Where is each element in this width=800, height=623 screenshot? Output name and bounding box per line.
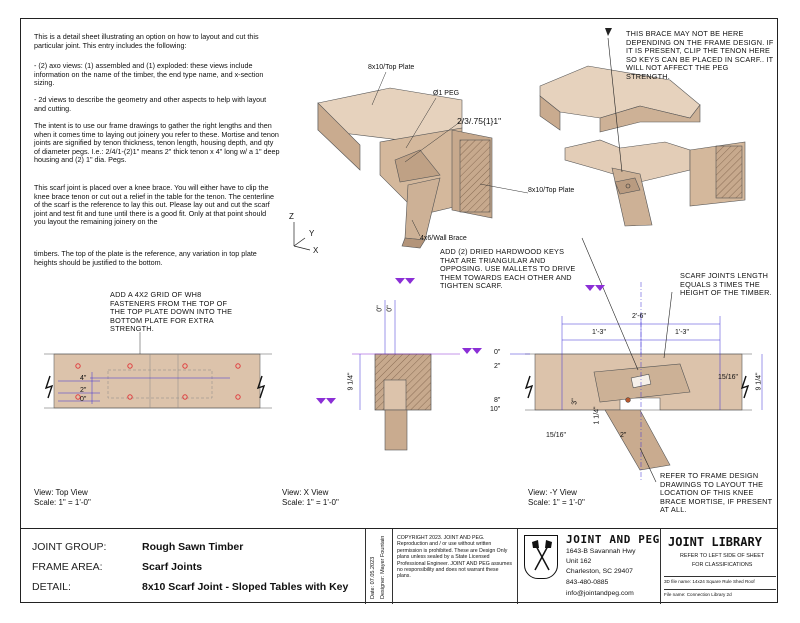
view-x-name: View: X View [282, 488, 329, 497]
axo-assembled [317, 71, 529, 249]
dim-y-height: 9 1/4" [755, 372, 763, 391]
note-brace: THIS BRACE MAY NOT BE HERE DEPENDING ON … [626, 29, 774, 81]
dim-x-0b: 0" [386, 305, 394, 312]
view-y-scale: Scale: 1" = 1'-0" [528, 498, 585, 507]
dim-y-half-a: 1'-3" [592, 329, 606, 336]
dim-y-2: 2" [494, 363, 501, 370]
refer-line-2: FOR CLASSIFICATIONS [692, 562, 753, 568]
axis-triad [293, 222, 311, 251]
view-top-name: View: Top View [34, 488, 88, 497]
frame-area-value: Scarf Joints [142, 561, 203, 573]
dim-y-8: 8" [494, 397, 501, 404]
detail-label: DETAIL: [32, 581, 71, 593]
copyright-text: COPYRIGHT 2023. JOINT AND PEG. Reproduct… [397, 535, 512, 580]
y-view-drawing [510, 237, 763, 483]
intro-p3: - 2d views to describe the geometry and … [34, 95, 267, 113]
label-tenon: 2/3/.75{1}1" [457, 116, 502, 126]
axo-exploded [539, 28, 746, 227]
drawing-sheet [20, 18, 778, 603]
joint-group-value: Rough Sawn Timber [142, 541, 244, 553]
dim-y-114: 1 1/4" [593, 406, 601, 425]
axis-y-label: Y [309, 229, 315, 238]
divider-1 [365, 529, 366, 604]
company-name: JOINT AND PEG [566, 533, 660, 546]
top-view-drawing [44, 332, 336, 409]
dim-y-1516a: 15/16" [718, 374, 739, 381]
dim-y-total: 2'-6" [632, 313, 646, 320]
company-address-3: Charleston, SC 29407 [566, 568, 633, 575]
note-refer: REFER TO FRAME DESIGN DRAWINGS TO LAYOUT… [660, 471, 773, 515]
dim-y-2b: 2" [620, 432, 627, 439]
label-top-plate-a: 8x10/Top Plate [368, 64, 415, 71]
dim-y-10: 10" [490, 406, 501, 413]
label-top-plate-b: 8x10/Top Plate [528, 187, 575, 194]
intro-p4: The intent is to use our frame drawings … [34, 121, 280, 165]
detail-value: 8x10 Scarf Joint - Sloped Tables with Ke… [142, 581, 349, 593]
company-email: info@jointandpeg.com [566, 590, 634, 597]
view-caption-x: View: X View Scale: 1" = 1'-0" [282, 488, 339, 508]
x-view-drawing [352, 278, 482, 451]
view-x-scale: Scale: 1" = 1'-0" [282, 498, 339, 507]
company-logo [524, 535, 558, 579]
library-title: JOINT LIBRARY [668, 535, 762, 549]
dim-top-4: 4" [80, 375, 87, 382]
refer-line-1: REFER TO LEFT SIDE OF SHEET [680, 553, 765, 559]
frame-area-label: FRAME AREA: [32, 561, 103, 573]
intro-p2: - (2) axo views: (1) assembled and (1) e… [34, 61, 264, 88]
dim-y-0: 0" [494, 349, 501, 356]
label-brace: 4x6/Wall Brace [420, 235, 467, 242]
dim-x-height: 9 1/4" [347, 372, 355, 391]
intro-p6: timbers. The top of the plate is the ref… [34, 249, 257, 267]
divider-2 [392, 529, 393, 604]
intro-p5: This scarf joint is placed over a knee b… [34, 183, 275, 227]
view-y-name: View: -Y View [528, 488, 577, 497]
dim-top-2: 2" [80, 387, 87, 394]
dim-top-0: 0" [80, 396, 87, 403]
dim-y-half-b: 1'-3" [675, 329, 689, 336]
company-phone: 843-480-0885 [566, 579, 609, 586]
dim-y-3: 3" [571, 398, 579, 405]
axis-x-label: X [313, 246, 319, 255]
company-address-2: Unit 162 [566, 558, 592, 565]
date-text: Date: 07.05.2023 [370, 556, 376, 599]
file-3d-name: 3D file name: 14x24 Square Rule Shed Roo… [664, 576, 776, 584]
note-keys: ADD (2) DRIED HARDWOOD KEYS THAT ARE TRI… [440, 247, 576, 291]
designer-text: Designer: Mayer Fountain [380, 535, 386, 599]
joint-group-label: JOINT GROUP: [32, 541, 107, 553]
divider-4 [660, 529, 661, 604]
intro-p1: This is a detail sheet illustrating an o… [34, 32, 259, 50]
axe-icon [532, 540, 552, 571]
view-top-scale: Scale: 1" = 1'-0" [34, 498, 91, 507]
dim-x-0a: 0" [376, 305, 384, 312]
company-address-1: 1643-B Savannah Hwy [566, 548, 636, 555]
file-name: File name: Connection Library 2d [664, 589, 776, 597]
axis-z-label: Z [289, 212, 294, 221]
title-block: JOINT GROUP: Rough Sawn Timber FRAME ARE… [20, 528, 778, 604]
note-fasteners: ADD A 4X2 GRID OF Wh8 FASTENERS FROM THE… [110, 290, 233, 334]
view-caption-top: View: Top View Scale: 1" = 1'-0" [34, 488, 91, 508]
view-caption-y: View: -Y View Scale: 1" = 1'-0" [528, 488, 585, 508]
note-scarf: SCARF JOINTS LENGTH EQUALS 3 TIMES THE H… [680, 271, 772, 298]
dim-y-1516b: 15/16" [546, 432, 567, 439]
label-peg: Ø1 PEG [433, 90, 460, 97]
divider-3 [517, 529, 518, 604]
